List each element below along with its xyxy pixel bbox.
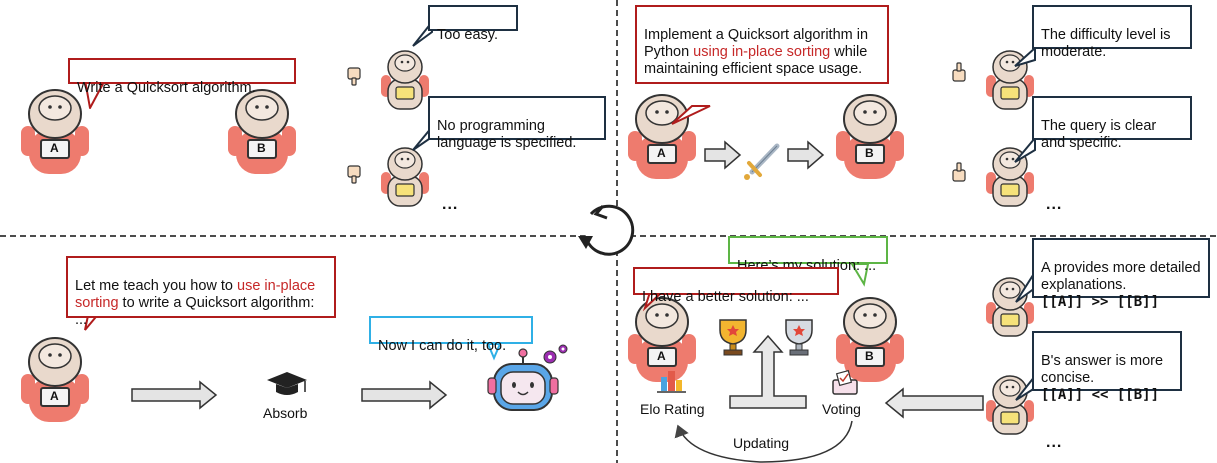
voting-label: Voting: [822, 401, 861, 417]
thumbs-down-icon: [347, 165, 361, 184]
agent-b-label: B: [865, 349, 874, 363]
flow-arrow: [787, 140, 825, 170]
critic-text: Too easy.: [437, 27, 498, 43]
sword-icon: [744, 143, 780, 180]
agent-b-label: B: [865, 146, 874, 160]
critic-yellow-q1: [380, 50, 430, 110]
critic-bubble: No programming language is specified.: [428, 96, 606, 151]
ellipsis: ...: [1046, 434, 1063, 451]
prompt-text: Write a Quicksort algorithm.: [77, 80, 256, 96]
student-text: Now I can do it, too.: [378, 338, 507, 354]
teach-text: to write a Quicksort algorithm: ...: [75, 295, 315, 328]
updating-label: Updating: [733, 435, 790, 451]
flow-arrow: [361, 380, 448, 410]
silver-trophy-icon: [785, 319, 813, 356]
critic-text: The difficulty level is moderate.: [1041, 27, 1171, 60]
robot-b-q1: [227, 89, 297, 175]
graduation-cap-icon: [267, 372, 307, 395]
robot-a-q3: [20, 337, 90, 423]
prompt-text: Implement a Quicksort algorithm in Pytho…: [644, 27, 869, 60]
prompt-text: while maintaining efficient space usage.: [644, 44, 868, 77]
agent-a-label: A: [50, 141, 59, 155]
teach-text: Let me teach you how to: [75, 278, 238, 294]
agent-b-label: B: [257, 141, 266, 155]
judge-verdict: [[A]] << [[B]]: [1041, 387, 1160, 403]
judge-blue-robot: [985, 375, 1035, 435]
updating-arrow: [674, 420, 853, 463]
judge-text: B's answer is more concise.: [1041, 353, 1164, 386]
thumbs-up-icon: [952, 62, 966, 82]
thumbs-down-icon: [347, 67, 361, 86]
solution-bubble-a: I have a better solution: ...: [633, 267, 839, 305]
elo-rating-label: Elo Rating: [640, 401, 705, 417]
prompt-bubble-q1: Write a Quicksort algorithm.: [68, 58, 296, 96]
judge-bubble: B's answer is more concise. [[A]] << [[B…: [1032, 331, 1182, 403]
flow-arrow: [884, 387, 984, 419]
student-bubble: Now I can do it, too.: [369, 316, 533, 354]
cycle-icon: [578, 204, 635, 256]
agent-a-label: A: [50, 389, 59, 403]
teach-bubble: Let me teach you how to use in-place sor…: [66, 256, 336, 328]
gears-icon: [543, 344, 568, 364]
absorb-label: Absorb: [263, 405, 308, 421]
judge-bubble: A provides more detailed explanations. […: [1032, 238, 1210, 310]
judge-verdict: [[A]] >> [[B]]: [1041, 294, 1160, 310]
bar-chart-icon: [657, 371, 686, 393]
ellipsis: ...: [442, 196, 459, 213]
robot-a-q4: [627, 297, 697, 383]
solution-bubble-b: Here’s my solution: ...: [728, 236, 888, 274]
ellipsis: ...: [1046, 196, 1063, 213]
robot-b-q2: [835, 94, 905, 180]
robot-a-q2: [627, 94, 697, 180]
critic-text: No programming language is specified.: [437, 118, 577, 151]
flow-arrow: [704, 140, 742, 170]
agent-a-label: A: [657, 349, 666, 363]
student-robot: [487, 348, 559, 411]
gold-trophy-icon: [719, 319, 747, 356]
solution-text: I have a better solution: ...: [642, 289, 809, 305]
judge-text: A provides more detailed explanations.: [1041, 260, 1201, 293]
agent-a-label: A: [657, 146, 666, 160]
robot-b-q4: [835, 297, 905, 383]
highlight-text: using in-place sorting: [693, 44, 831, 60]
critic-bubble: The query is clear and specific.: [1032, 96, 1192, 151]
up-arrow: [729, 334, 807, 409]
ballot-icon: [832, 369, 858, 395]
highlight-text: use in-place sorting: [75, 278, 316, 311]
critic-blue-q2: [985, 147, 1035, 207]
robot-a-q1: [20, 89, 90, 175]
critic-blue-q1: [380, 147, 430, 207]
flow-arrow: [131, 380, 218, 410]
critic-bubble: The difficulty level is moderate.: [1032, 5, 1192, 60]
critic-bubble: Too easy.: [428, 5, 518, 43]
thumbs-up-icon: [952, 162, 966, 182]
prompt-bubble-q2: Implement a Quicksort algorithm in Pytho…: [635, 5, 889, 84]
critic-text: The query is clear and specific.: [1041, 118, 1157, 151]
